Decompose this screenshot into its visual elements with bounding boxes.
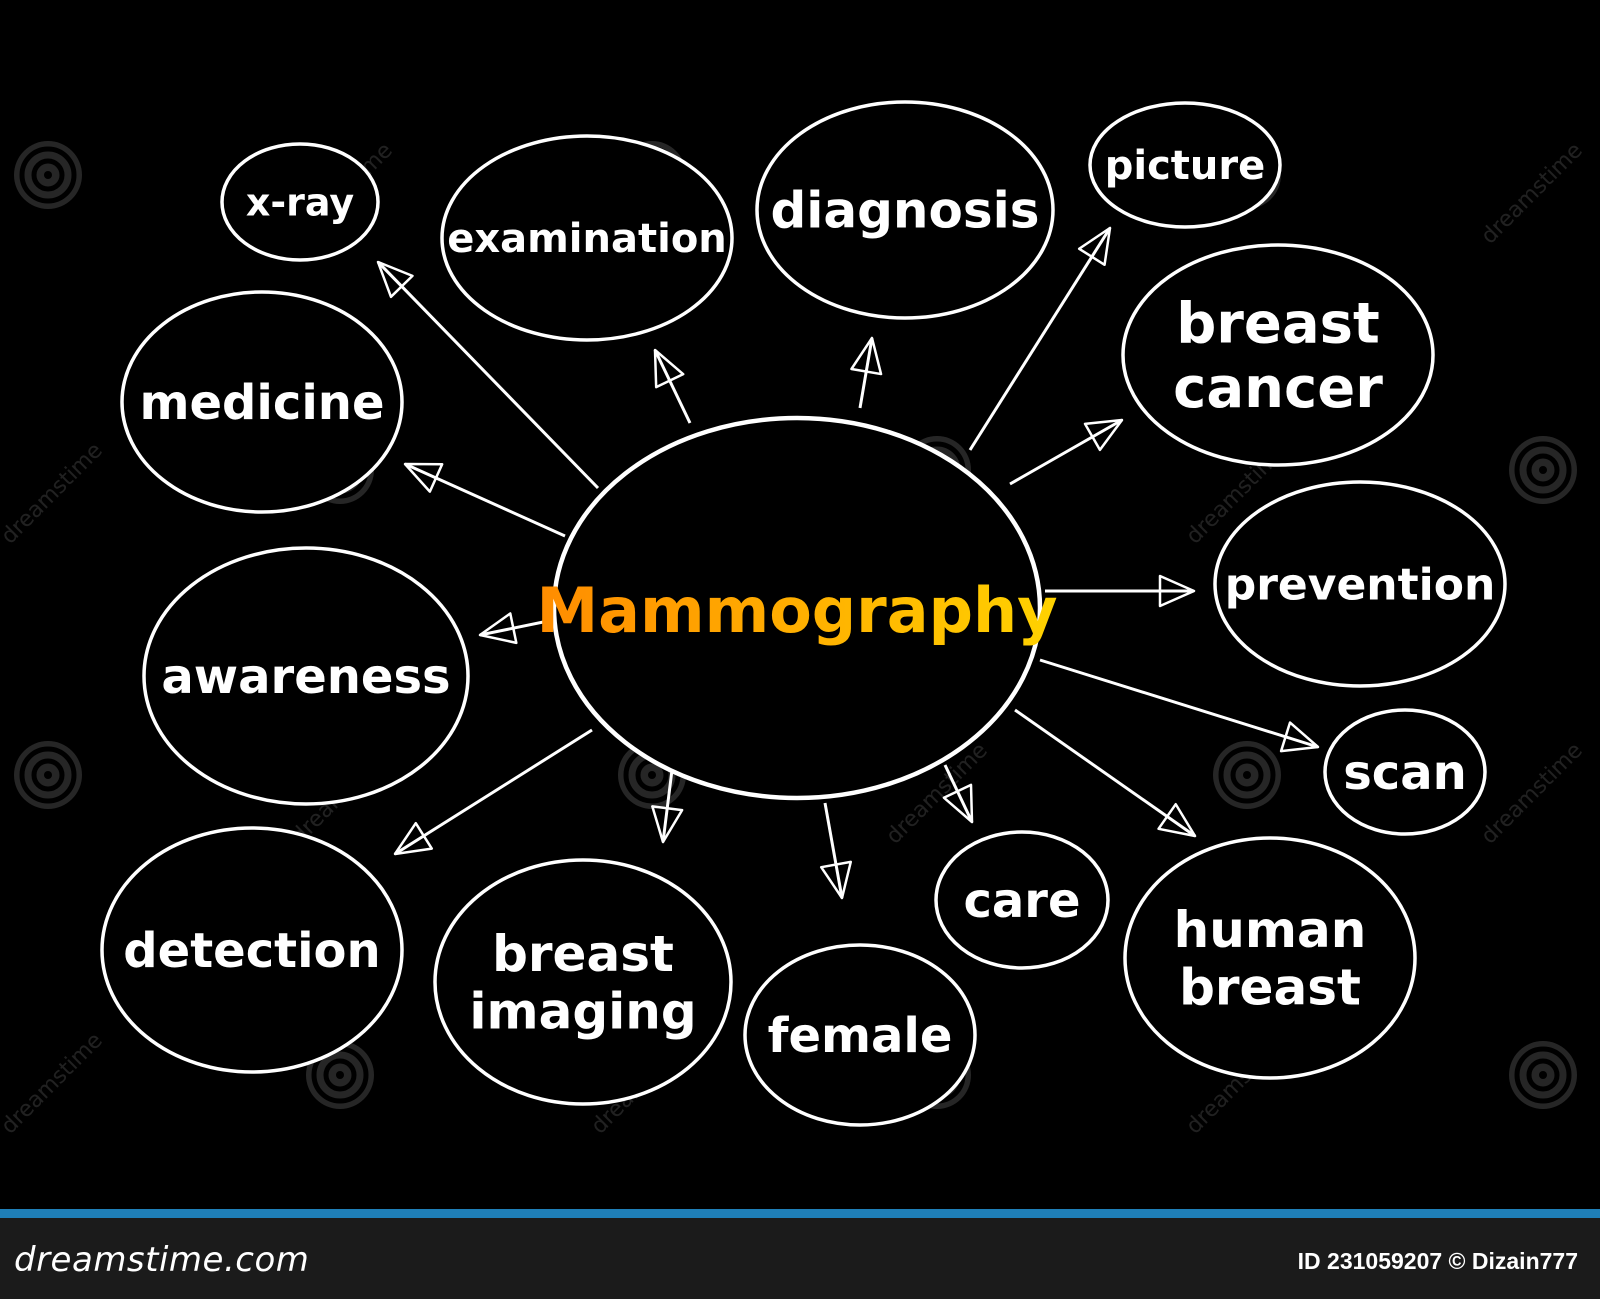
watermark-text: dreamstime	[1477, 738, 1588, 849]
node-awareness: awareness	[142, 546, 470, 806]
footer-credit: ID 231059207 © Dizain777	[1297, 1248, 1578, 1274]
node-human-breast-ellipse	[1123, 836, 1417, 1080]
arrowhead-prevention	[1158, 574, 1196, 608]
node-human-breast-label: breast	[1179, 958, 1361, 1016]
connector-female	[823, 802, 844, 899]
node-x-ray: x-ray	[220, 142, 380, 262]
central-topic: Mammography	[536, 415, 1058, 801]
node-examination-label: examination	[447, 216, 727, 262]
node-care: care	[934, 830, 1110, 970]
watermark-spiral-icon	[1509, 436, 1577, 504]
central-topic-ellipse	[551, 415, 1043, 801]
node-breast-cancer-label: breast	[1176, 291, 1380, 356]
node-picture: picture	[1088, 101, 1282, 229]
connector-human-breast	[1014, 708, 1196, 838]
watermark-spiral-icon	[14, 141, 82, 209]
node-diagnosis-label: diagnosis	[770, 182, 1039, 240]
node-female-label: female	[768, 1008, 953, 1064]
footer-bar: dreamstime.com ID 231059207 © Dizain777	[0, 1209, 1600, 1299]
node-breast-imaging-label: breast	[492, 925, 674, 983]
arrowhead-female	[819, 860, 853, 900]
node-awareness-label: awareness	[161, 649, 450, 705]
node-examination-ellipse	[440, 134, 734, 342]
node-female: female	[743, 943, 977, 1127]
node-detection-label: detection	[123, 923, 380, 979]
arrowhead-diagnosis	[850, 336, 883, 376]
node-female-ellipse	[743, 943, 977, 1127]
node-detection-ellipse	[100, 826, 404, 1074]
mind-map-canvas: dreamstime dreamstime dreamstime dreamstime…	[0, 100, 1588, 1139]
node-breast-imaging-ellipse	[433, 858, 733, 1106]
arrowhead-examination	[653, 348, 685, 389]
connector-examination	[653, 349, 692, 424]
watermark-text: dreamstime	[0, 438, 108, 549]
node-diagnosis-ellipse	[755, 100, 1055, 320]
watermark-spiral-icon	[14, 741, 82, 809]
connector-awareness	[479, 618, 554, 637]
watermark-spiral-icon	[1213, 741, 1281, 809]
node-medicine: medicine	[120, 290, 404, 514]
node-medicine-label: medicine	[139, 375, 384, 431]
connector-diagnosis	[858, 337, 874, 409]
node-prevention: prevention	[1213, 480, 1507, 688]
connector-medicine	[404, 462, 566, 538]
arrowhead-care	[942, 783, 974, 824]
node-prevention-label: prevention	[1225, 559, 1496, 610]
connector-picture	[968, 227, 1112, 451]
watermark-text: dreamstime	[0, 1028, 108, 1139]
connector-detection	[394, 728, 593, 856]
connector-care	[943, 764, 974, 823]
node-breast-cancer-label: cancer	[1173, 356, 1383, 421]
arrowhead-x-ray	[376, 260, 414, 299]
watermark-spiral-icon	[1509, 1041, 1577, 1109]
node-x-ray-label: x-ray	[246, 180, 354, 224]
node-scan-label: scan	[1343, 745, 1467, 801]
node-breast-cancer-ellipse	[1121, 243, 1435, 467]
watermark-text: dreamstime	[1477, 138, 1588, 249]
connector-breast-cancer	[1009, 418, 1123, 486]
connector-scan	[1039, 658, 1319, 749]
node-scan: scan	[1323, 708, 1487, 836]
node-care-label: care	[963, 873, 1080, 929]
arrowhead-picture	[1077, 226, 1112, 267]
node-scan-ellipse	[1323, 708, 1487, 836]
node-x-ray-ellipse	[220, 142, 380, 262]
node-prevention-ellipse	[1213, 480, 1507, 688]
footer-logo: dreamstime.com	[14, 1240, 310, 1280]
arrowhead-medicine	[403, 462, 444, 493]
node-human-breast-label: human	[1174, 901, 1367, 959]
arrowhead-breast-cancer	[1083, 418, 1124, 452]
node-medicine-ellipse	[120, 290, 404, 514]
arrowhead-awareness	[478, 612, 518, 645]
arrowhead-detection	[393, 821, 434, 856]
node-breast-imaging-label: imaging	[469, 982, 696, 1040]
central-topic-label: Mammography	[536, 574, 1057, 647]
node-diagnosis: diagnosis	[755, 100, 1055, 320]
arrowhead-breast-imaging	[651, 805, 684, 844]
arrowhead-scan	[1279, 721, 1320, 753]
node-picture-label: picture	[1105, 143, 1266, 189]
node-care-ellipse	[934, 830, 1110, 970]
node-detection: detection	[100, 826, 404, 1074]
connector-x-ray	[376, 260, 600, 490]
node-examination: examination	[440, 134, 734, 342]
connector-layer	[376, 226, 1320, 900]
arrowhead-human-breast	[1157, 802, 1197, 838]
connector-breast-imaging	[661, 769, 674, 843]
node-awareness-ellipse	[142, 546, 470, 806]
node-picture-ellipse	[1088, 101, 1282, 229]
